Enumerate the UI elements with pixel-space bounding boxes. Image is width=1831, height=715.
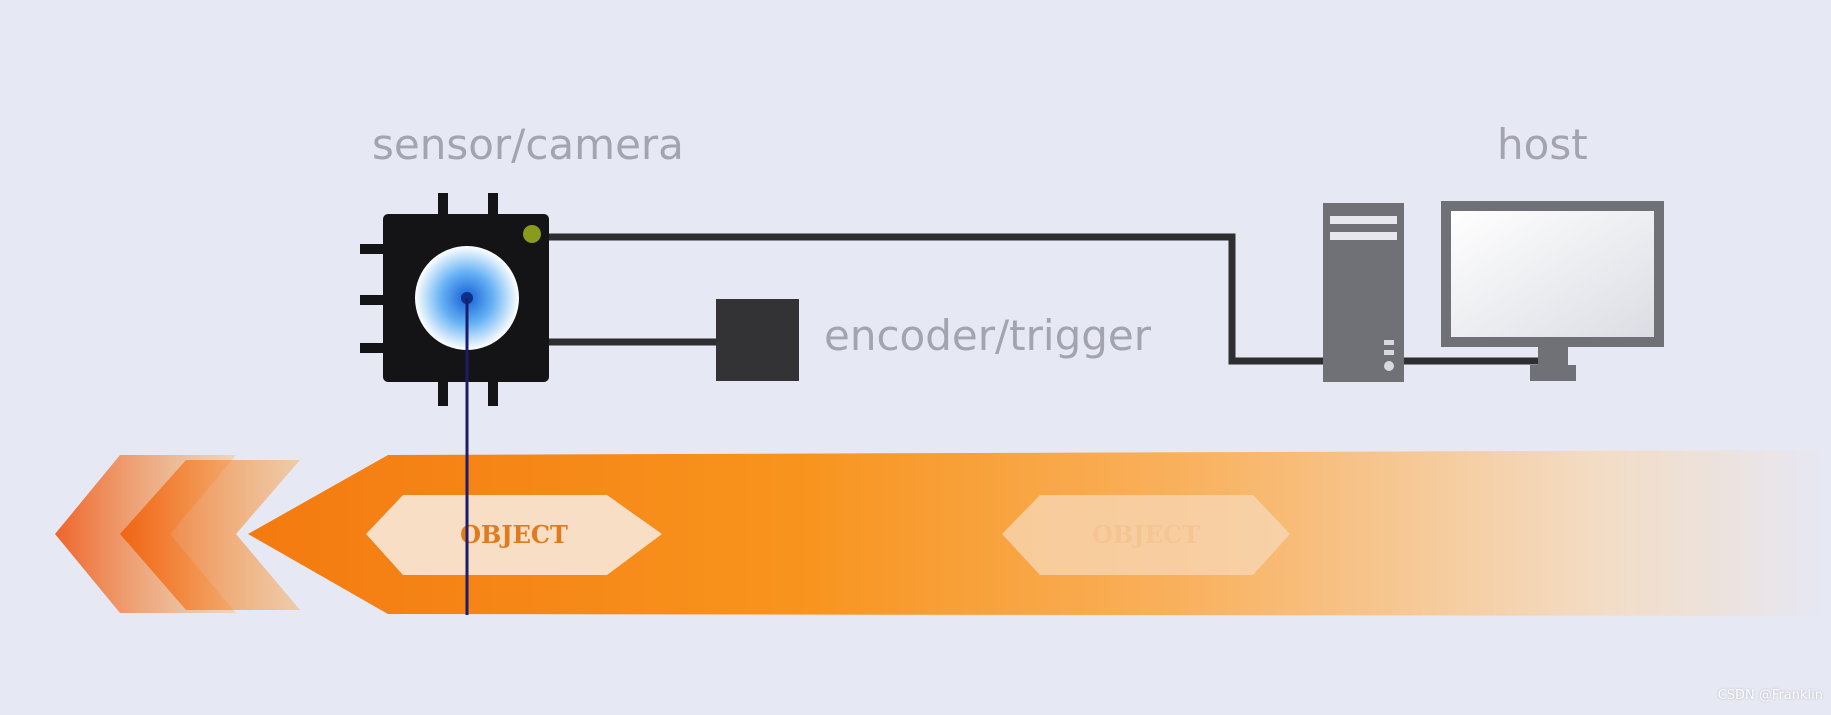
sensor-camera-label: sensor/camera bbox=[372, 124, 684, 166]
object-label-primary: OBJECT bbox=[460, 520, 568, 549]
object-faded: OBJECT bbox=[1002, 495, 1290, 575]
conveyor-belt bbox=[55, 450, 1831, 616]
encoder-box-icon bbox=[716, 299, 799, 381]
object-label-faded: OBJECT bbox=[1092, 520, 1200, 549]
computer-tower-icon bbox=[1323, 203, 1404, 382]
monitor-icon bbox=[1441, 201, 1664, 381]
host-label: host bbox=[1497, 124, 1588, 166]
object-primary: OBJECT bbox=[366, 495, 662, 575]
watermark: CSDN @Franklin bbox=[1718, 688, 1823, 703]
led-icon bbox=[523, 225, 541, 243]
encoder-trigger-label: encoder/trigger bbox=[824, 315, 1151, 357]
